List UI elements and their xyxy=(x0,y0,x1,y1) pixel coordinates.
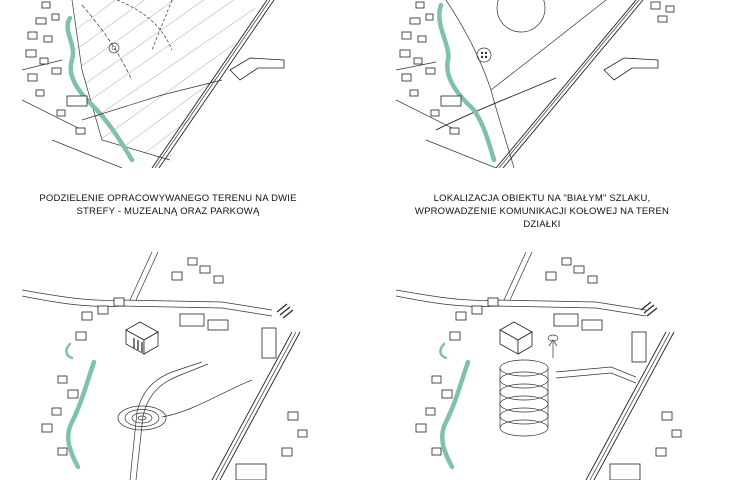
railway-line xyxy=(211,331,293,480)
museum-building xyxy=(125,321,159,355)
spiral-land-art xyxy=(117,405,167,431)
museum-building xyxy=(499,321,533,355)
industrial-building xyxy=(603,57,659,81)
river xyxy=(437,2,497,163)
site-plan-zones-panel xyxy=(22,0,314,168)
caption-zones: PODZIELENIE OPRACOWYWANEGO TERENU NA DWI… xyxy=(22,192,314,218)
houses-right xyxy=(650,1,675,23)
axonometric-spiral-drawing xyxy=(22,252,308,480)
caption-route-line-2: WPROWADZENIE KOMUNIKACJI KOŁOWEJ NA TERE… xyxy=(414,206,670,217)
caption-zones-line-2: STREFY - MUZEALNĄ ORAZ PARKOWĄ xyxy=(76,206,260,217)
caption-zones-line-1: PODZIELENIE OPRACOWYWANEGO TERENU NA DWI… xyxy=(39,193,297,204)
river xyxy=(65,15,135,163)
axonometric-tower-drawing xyxy=(396,252,682,480)
axonometric-spiral-panel xyxy=(22,252,314,480)
arrow-up-icon xyxy=(548,339,558,358)
river xyxy=(66,359,97,470)
caption-route-line-1: LOKALIZACJA OBIEKTU NA "BIAŁYM" SZLAKU, xyxy=(433,193,651,204)
caption-route-line-3: DZIAŁKI xyxy=(523,219,561,230)
site-plan-zones-drawing xyxy=(22,0,285,168)
axonometric-tower-panel xyxy=(396,252,688,480)
tree-marks xyxy=(276,303,294,319)
vehicle-access-road xyxy=(435,77,557,131)
railway-line xyxy=(151,0,268,168)
site-plan-route-drawing xyxy=(396,0,675,168)
buildings xyxy=(41,257,308,480)
spiral-tower xyxy=(499,359,549,437)
park-zone-hatching xyxy=(71,0,260,161)
caption-route: LOKALIZACJA OBIEKTU NA "BIAŁYM" SZLAKU, … xyxy=(396,192,688,231)
roundabout-circle xyxy=(496,0,546,33)
industrial-building xyxy=(229,57,285,81)
houses-left xyxy=(399,1,462,135)
local-roads xyxy=(22,59,123,168)
main-road xyxy=(22,289,273,311)
access-road xyxy=(555,366,637,378)
site-plan-route-panel xyxy=(396,0,688,168)
buildings xyxy=(415,257,682,480)
path-to-spiral xyxy=(129,361,203,480)
houses-left xyxy=(25,1,88,135)
